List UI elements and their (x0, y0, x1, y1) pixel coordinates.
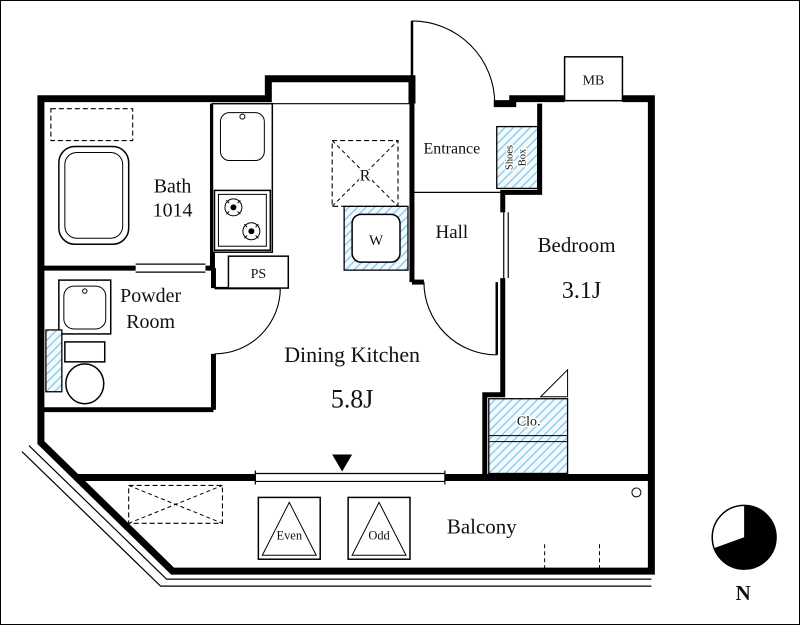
door-swing-arc (423, 282, 497, 356)
closet-label: Clo. (517, 415, 541, 430)
entrance-door (410, 20, 496, 104)
powder-room-label-2: Room (126, 311, 175, 333)
hall-label: Hall (436, 222, 469, 243)
hatch-even-label: Even (276, 528, 302, 542)
bath-size-label: 1014 (153, 199, 193, 221)
bedroom-sliding-door (503, 212, 509, 279)
kitchen-sink-icon (219, 112, 265, 161)
ac-unit-space (128, 484, 223, 524)
kitchen-unit: PS (211, 102, 290, 289)
balcony-railing (21, 445, 652, 587)
door-swing-arc (214, 288, 281, 355)
balcony: Even Odd Balcony (128, 484, 642, 560)
dk-label: Dining Kitchen (284, 342, 420, 367)
window-marker-icon (332, 454, 353, 472)
shoes-box-label-2: Box (518, 148, 529, 166)
meter-box: MB (563, 56, 624, 102)
entrance-area: Entrance Shoes Box (422, 125, 539, 190)
hatch-odd-label: Odd (368, 528, 390, 542)
evacuation-hatch-even: Even (257, 496, 321, 560)
dining-kitchen: Dining Kitchen 5.8J (283, 340, 422, 415)
closet: Clo. (488, 368, 569, 475)
meter-box-label: MB (583, 74, 605, 89)
bedroom-label: Bedroom (538, 233, 616, 257)
shoes-box-label-1: Shoes (505, 145, 516, 170)
washer-space: W (343, 205, 409, 271)
drain-icon (631, 487, 642, 498)
ps-label: PS (251, 267, 267, 282)
evacuation-hatch-odd: Odd (347, 496, 411, 560)
washing-machine-icon (351, 213, 401, 263)
refrigerator-space: R (331, 140, 399, 207)
door-swing-arc (411, 20, 496, 104)
balcony-label: Balcony (447, 514, 517, 538)
north-compass-icon: N (711, 504, 777, 607)
bath-room: Bath 1014 (50, 108, 194, 245)
bathtub-icon (58, 145, 130, 245)
entrance-label: Entrance (424, 141, 481, 158)
pipe-space (227, 255, 290, 289)
refrigerator-label: R (360, 167, 371, 184)
powder-room: Powder Room (45, 279, 183, 405)
bath-counter (50, 108, 134, 142)
bath-sliding-door (135, 263, 206, 273)
powder-room-door (214, 286, 281, 355)
compass-north-label: N (736, 581, 751, 605)
stove-icon (213, 189, 272, 251)
powder-room-label-1: Powder (120, 285, 181, 307)
hall-dk-door (423, 282, 499, 356)
bedroom-size-label: 3.1J (562, 278, 601, 304)
bedroom: Bedroom 3.1J (536, 232, 617, 306)
bath-label: Bath (154, 175, 192, 197)
dk-size-label: 5.8J (331, 385, 373, 414)
dk-window (254, 454, 446, 485)
shoes-box (496, 125, 539, 190)
linen-shelf (45, 329, 63, 393)
washer-label: W (369, 233, 384, 249)
toilet-bowl-icon (65, 363, 105, 405)
closet-door-icon (539, 368, 569, 398)
toilet-tank-icon (64, 341, 106, 363)
